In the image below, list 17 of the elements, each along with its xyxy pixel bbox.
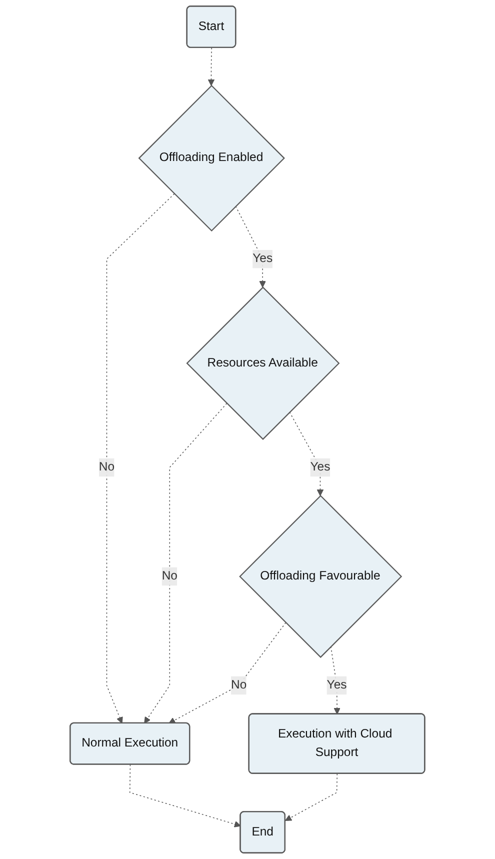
edge-label: No [231,678,247,692]
edge-label: Yes [310,460,330,474]
arrow [168,622,286,724]
node-diamond: Offloading Favourable [239,494,402,658]
node-diamond: Offloading Enabled [138,84,286,232]
edge-label: No [99,460,115,474]
arrow [208,47,215,86]
edge-label: No [162,570,178,583]
arrow [285,773,338,821]
arrow [144,403,228,724]
arrow [235,206,266,288]
edge-label: Yes [326,678,347,692]
node-diamond: Resources Available [186,286,340,440]
arrow [330,646,341,714]
arrow [130,764,242,828]
edge-label: Yes [252,252,273,266]
arrow [106,193,175,724]
